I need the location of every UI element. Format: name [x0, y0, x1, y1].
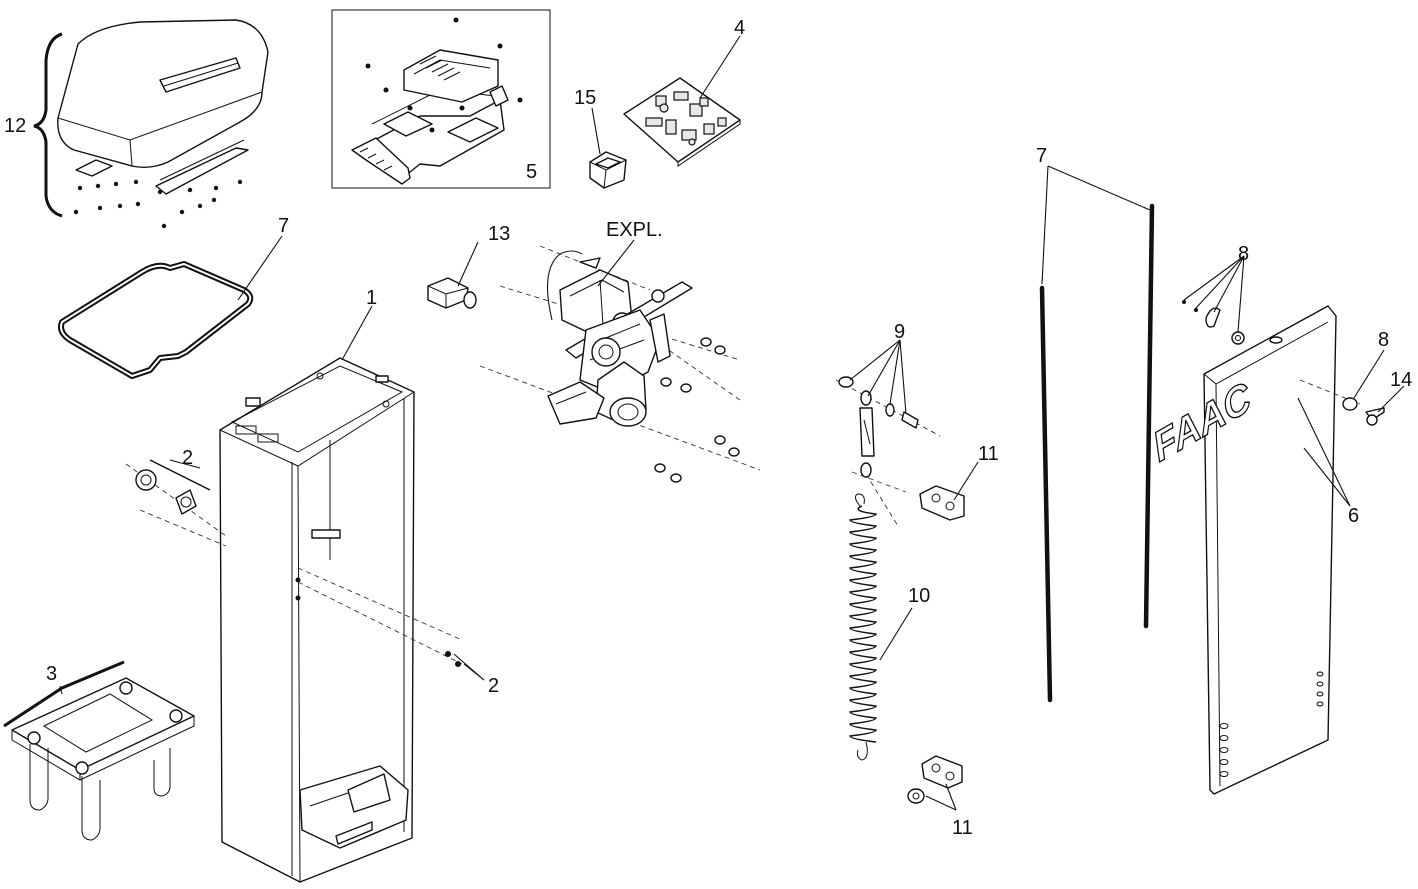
part-13-bracket	[427, 277, 477, 309]
part-11-links	[907, 485, 965, 804]
part-8-hardware	[1182, 300, 1361, 411]
cover-screws	[73, 179, 243, 229]
part-9-tensioner	[835, 376, 941, 527]
callout-3: 3	[46, 663, 57, 685]
callout-2-bottom: 2	[488, 675, 499, 697]
callout-2-left: 2	[182, 447, 193, 469]
callout-12: 12	[4, 115, 26, 137]
part-15-switch	[589, 151, 627, 189]
callout-labels: 12 7 1 2 2 3 5 4 15 13 EXPL. 9 11 10 11 …	[4, 17, 1412, 839]
box-screws	[365, 17, 523, 133]
callout-14: 14	[1390, 369, 1412, 391]
callout-10: 10	[908, 585, 930, 607]
part-10-spring	[849, 493, 877, 761]
part-12-cover	[33, 19, 269, 229]
gearmotor-assembly	[479, 245, 761, 483]
part-2-fasteners	[125, 459, 463, 667]
callout-7-gasket: 7	[278, 215, 289, 237]
callout-4: 4	[734, 17, 745, 39]
part-4-circuit-board	[623, 77, 741, 167]
part-6-front-panel: FAAC	[1147, 305, 1337, 795]
callout-5: 5	[526, 161, 537, 183]
callout-11-top: 11	[978, 443, 999, 465]
callout-6: 6	[1348, 505, 1359, 527]
callout-8-right: 8	[1378, 329, 1389, 351]
board-components	[645, 91, 727, 146]
part-7-gasket	[58, 261, 254, 379]
callout-7-seals: 7	[1036, 145, 1047, 167]
callout-11-bottom: 11	[952, 817, 973, 839]
callout-1: 1	[366, 287, 377, 309]
part-5-connector-box	[331, 9, 551, 189]
gearmotor-nuts	[654, 337, 740, 483]
callout-8-top: 8	[1238, 243, 1249, 265]
leader-lines	[59, 35, 1405, 811]
part-1-housing	[219, 357, 415, 883]
part-14-screw	[1365, 407, 1385, 426]
callout-9: 9	[894, 321, 905, 343]
callout-15: 15	[574, 87, 596, 109]
panel-vents	[1219, 671, 1324, 777]
callout-13: 13	[488, 223, 510, 245]
part-3-base-plate	[3, 660, 195, 841]
callout-expl: EXPL.	[606, 219, 663, 241]
part-7-rubber-seals	[1039, 203, 1155, 703]
